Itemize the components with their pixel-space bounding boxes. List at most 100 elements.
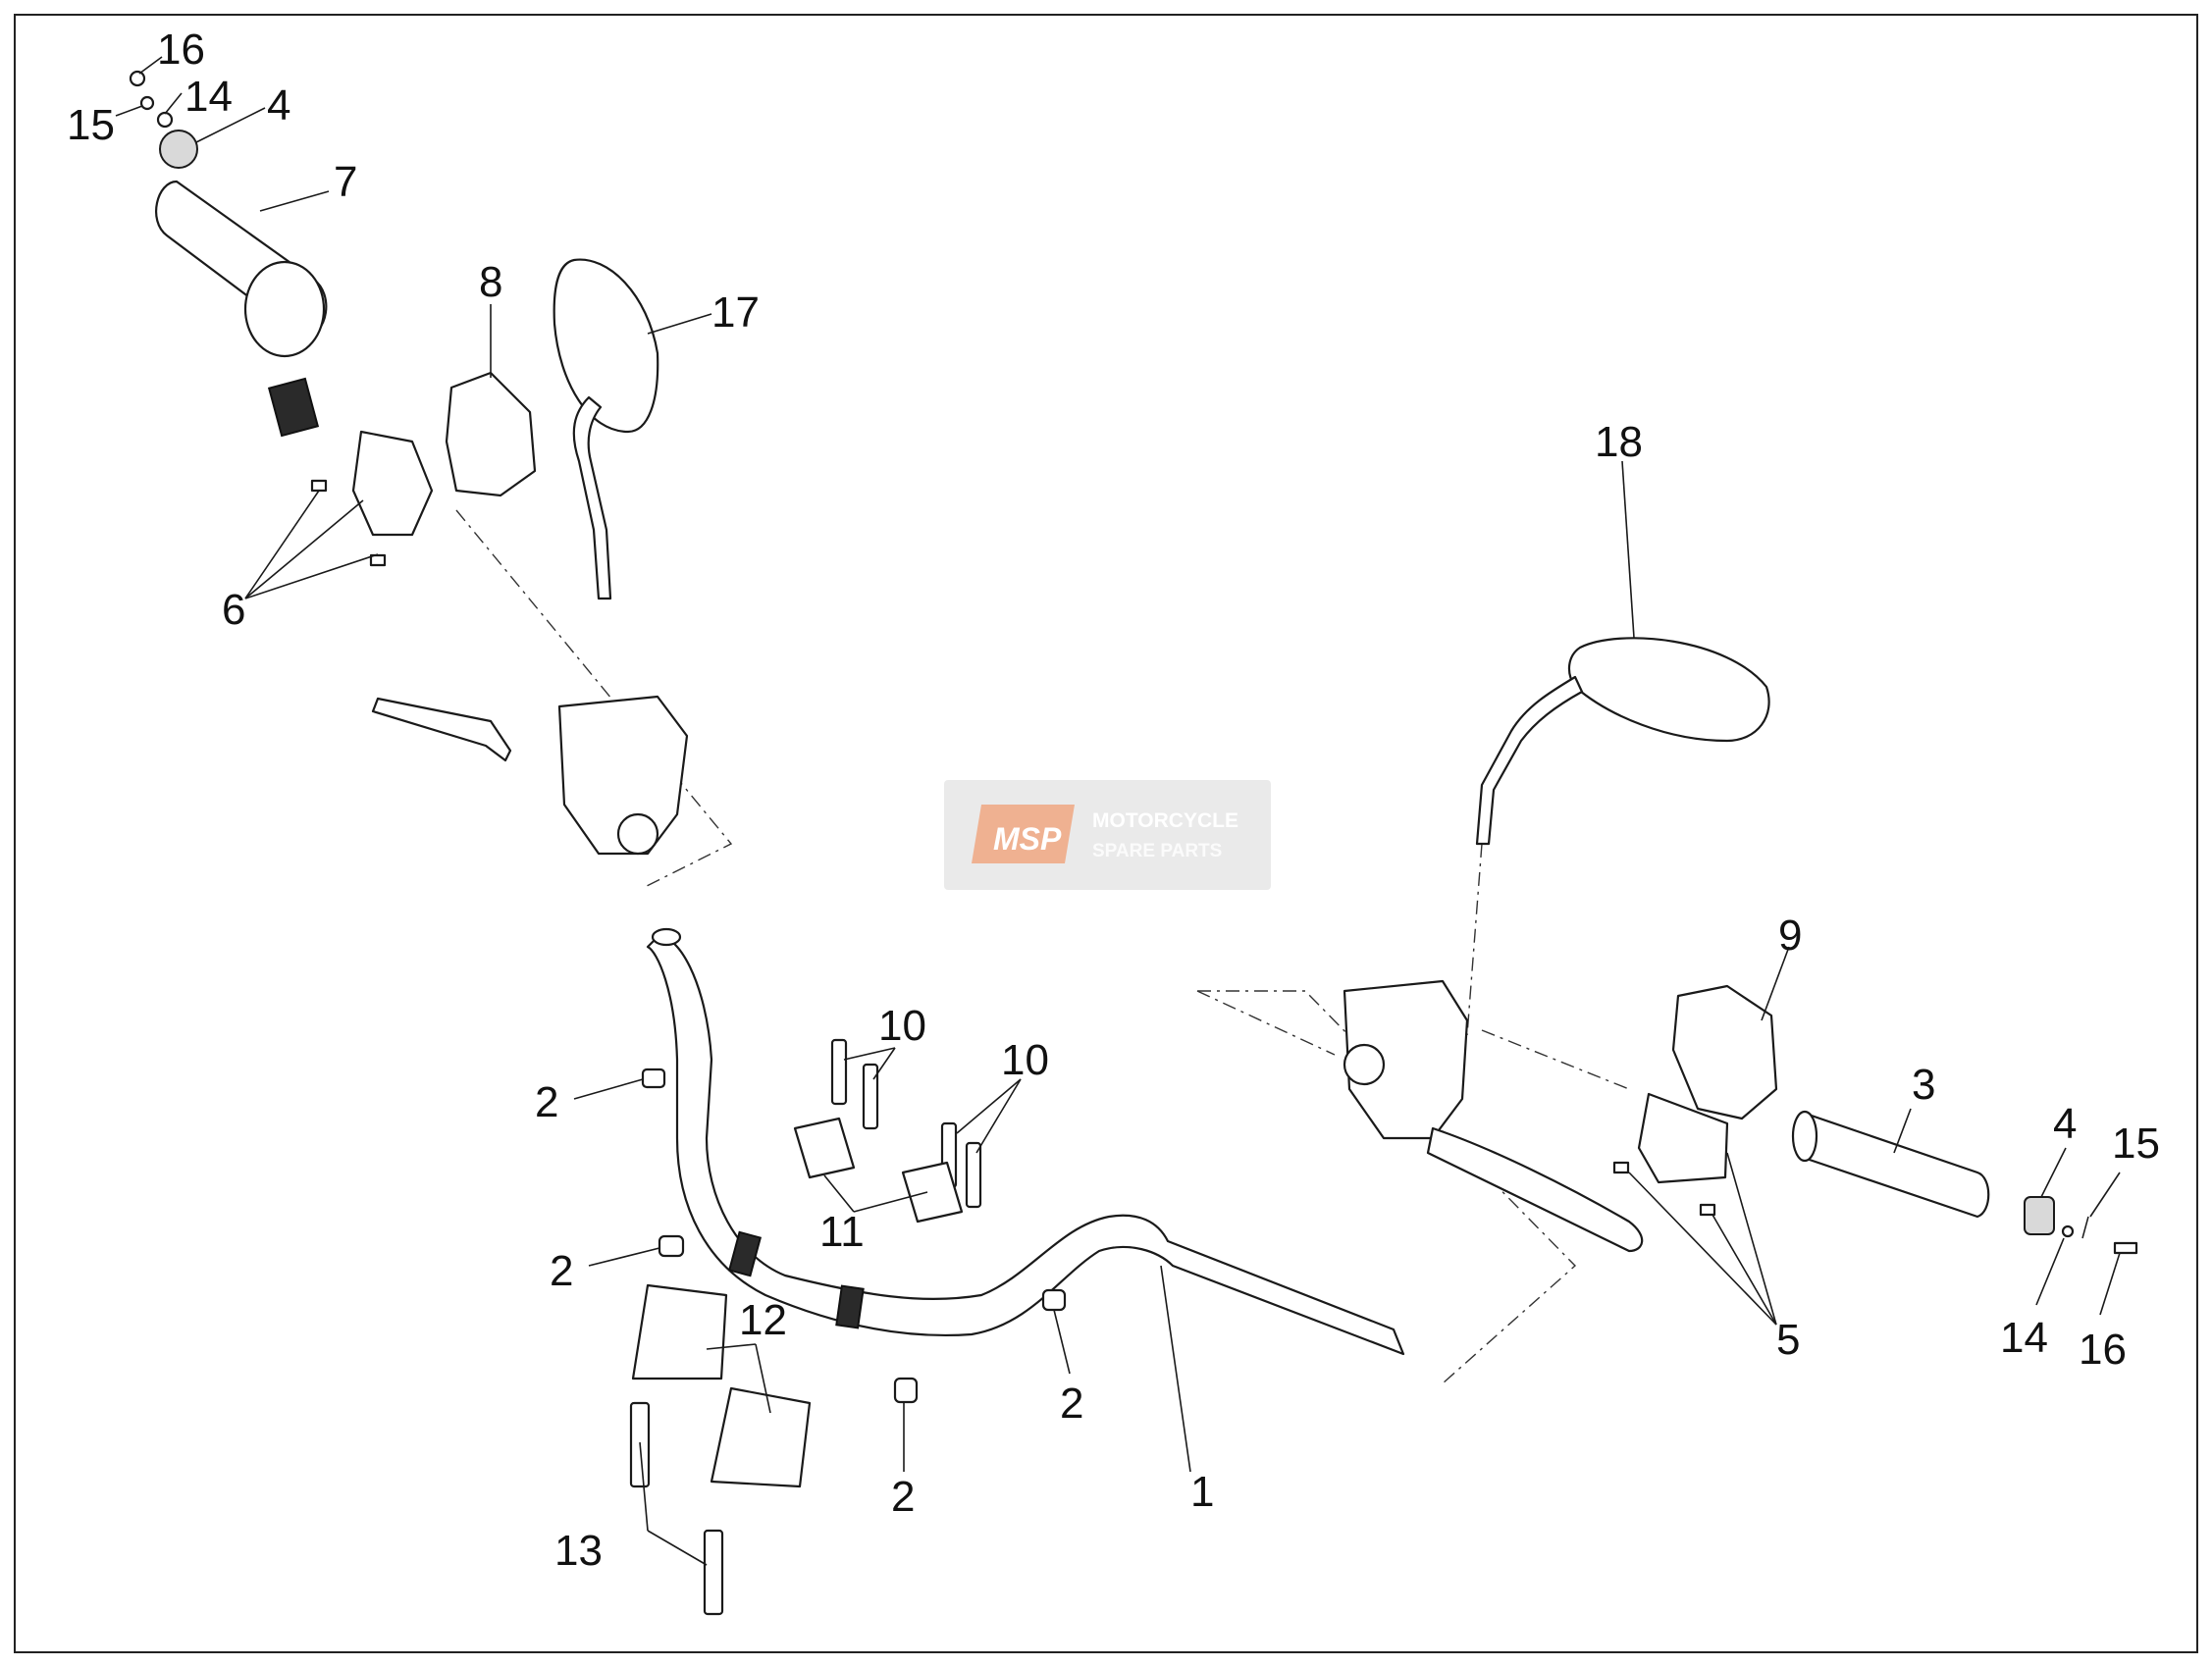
left-grip-connector xyxy=(267,377,320,438)
right-master-cylinder xyxy=(1343,979,1644,1253)
leader-10b xyxy=(872,1047,896,1080)
screw-5b xyxy=(1699,1203,1716,1217)
bolt-10a xyxy=(830,1038,848,1106)
leader-11a xyxy=(823,1174,855,1213)
leader-14-right xyxy=(2035,1237,2065,1306)
leader-2c xyxy=(1053,1309,1071,1375)
screw-6a xyxy=(310,479,328,493)
screw-5a xyxy=(1612,1161,1630,1174)
callout-16-left: 16 xyxy=(157,26,205,74)
leader-7 xyxy=(259,190,330,212)
leader-10d xyxy=(975,1078,1022,1154)
right-grip-body xyxy=(1802,1112,1990,1219)
callout-14-left: 14 xyxy=(184,73,233,121)
callout-15-right: 15 xyxy=(2112,1120,2160,1168)
leader-10a xyxy=(843,1047,896,1061)
callout-14-right: 14 xyxy=(2000,1314,2048,1362)
washer-14-right xyxy=(2061,1224,2075,1238)
callout-2c: 2 xyxy=(1060,1380,1083,1428)
callout-1: 1 xyxy=(1190,1468,1214,1516)
upper-clamp-2 xyxy=(901,1161,964,1224)
riser-2 xyxy=(710,1386,812,1488)
bar-end-weight-right xyxy=(2024,1196,2055,1235)
bar-end-weight-left xyxy=(159,130,198,169)
handlebar-knurl-right xyxy=(835,1284,865,1329)
handlebar-knurl-left xyxy=(727,1230,763,1277)
bolt-13b xyxy=(703,1529,724,1616)
callout-12: 12 xyxy=(739,1296,787,1344)
leader-2b xyxy=(588,1247,660,1267)
right-reservoir xyxy=(1343,979,1469,1140)
assembly-lines xyxy=(455,509,1630,1384)
clip-4 xyxy=(893,1377,919,1404)
leader-lines xyxy=(115,56,2121,1566)
callout-5: 5 xyxy=(1776,1316,1800,1364)
watermark-logo-text: MSP xyxy=(993,821,1062,857)
bar-end-weights xyxy=(159,130,2055,1235)
watermark-line1: MOTORCYCLE xyxy=(1092,809,1238,832)
bolt-10b xyxy=(862,1063,879,1130)
leader-10c xyxy=(956,1078,1022,1134)
leader-2a xyxy=(573,1078,644,1100)
callout-16-right: 16 xyxy=(2079,1326,2127,1374)
callout-7: 7 xyxy=(334,158,357,206)
leader-4-left xyxy=(195,107,266,143)
left-lever xyxy=(371,697,512,762)
handlebar-tube xyxy=(646,935,1405,1356)
callout-6: 6 xyxy=(222,586,245,634)
assembly-line-right-switch xyxy=(1481,1029,1630,1090)
left-mirror-stem xyxy=(572,395,612,600)
assembly-line-right-box xyxy=(1197,990,1577,1384)
leader-13b xyxy=(647,1530,708,1566)
screw-6b xyxy=(369,553,387,567)
leader-5a xyxy=(1628,1172,1777,1326)
left-grip-housing xyxy=(243,260,326,358)
leader-12b xyxy=(755,1343,771,1414)
callout-15-left: 15 xyxy=(67,101,115,149)
leader-1 xyxy=(1160,1265,1191,1473)
washer-15-right xyxy=(2081,1216,2089,1239)
leader-14-left xyxy=(164,92,183,115)
left-switch-cover-part xyxy=(310,430,434,567)
risers xyxy=(631,1283,812,1488)
upper-clamps xyxy=(793,1117,964,1224)
leader-5c xyxy=(1726,1152,1777,1326)
leader-15-left xyxy=(115,105,143,117)
leader-6c xyxy=(244,499,364,599)
bolt-10d xyxy=(965,1141,982,1209)
right-switch-housing xyxy=(1671,984,1778,1120)
leader-11b xyxy=(853,1191,928,1213)
leader-15-right xyxy=(2089,1172,2121,1218)
leader-16-left xyxy=(138,56,163,75)
right-switch-cover xyxy=(1637,1092,1729,1184)
leader-12a xyxy=(706,1343,757,1350)
screw-16-right xyxy=(2113,1241,2138,1255)
watermark-line2: SPARE PARTS xyxy=(1092,841,1222,861)
assembly-line-mirror-right xyxy=(1466,843,1483,1036)
right-switch-cover-part xyxy=(1612,1092,1729,1217)
diagram-frame xyxy=(14,14,2198,1653)
callout-11: 11 xyxy=(819,1208,865,1256)
assembly-line-left xyxy=(455,509,733,889)
right-mirror-head xyxy=(1567,637,1770,743)
clip-3 xyxy=(1041,1288,1067,1312)
callout-18: 18 xyxy=(1595,418,1643,466)
left-master-cylinder xyxy=(371,695,689,856)
leader-3 xyxy=(1893,1108,1912,1154)
leader-13a xyxy=(639,1441,649,1532)
small-hardware xyxy=(129,70,2138,1255)
right-grip-part xyxy=(1791,1110,1990,1219)
callout-10b: 10 xyxy=(1001,1036,1049,1084)
clip-2 xyxy=(658,1234,685,1258)
callout-10a: 10 xyxy=(878,1002,926,1050)
right-clamp-eye xyxy=(1343,1043,1386,1086)
left-reservoir xyxy=(557,695,689,856)
callout-2d: 2 xyxy=(891,1473,915,1521)
leader-18 xyxy=(1621,460,1635,639)
washer-14-left xyxy=(156,111,174,129)
right-lever xyxy=(1426,1126,1644,1253)
left-switch-housing xyxy=(445,371,537,497)
leader-6b xyxy=(244,553,379,599)
callout-labels: 1 2 2 2 2 3 4 4 5 6 7 8 9 10 10 11 12 13… xyxy=(67,26,2160,1575)
